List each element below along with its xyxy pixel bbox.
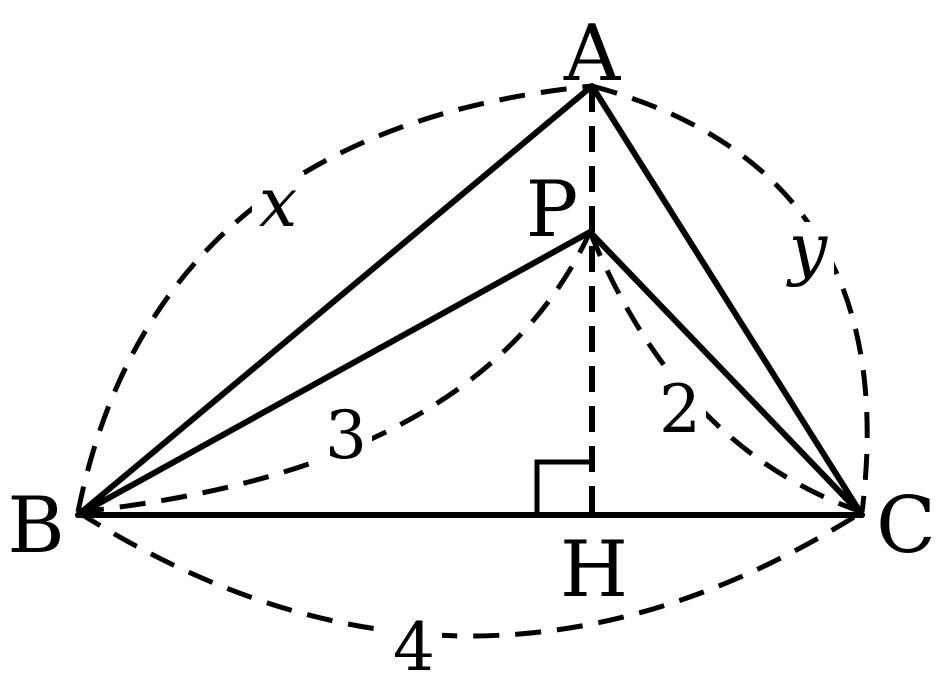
triangle-abc [75,83,865,518]
label-y: y [786,210,829,289]
label-a: A [563,9,622,99]
label-2: 2 [659,371,701,448]
label-x: x [259,164,297,243]
segment-pb [75,229,593,518]
label-c: C [876,481,936,571]
label-p: P [526,165,578,255]
arc-pb [77,230,593,515]
label-3: 3 [325,397,367,474]
arc-bc [76,509,864,639]
segment-pc [587,229,865,518]
label-h: H [560,525,628,615]
label-4: 4 [393,609,435,686]
right-angle-mark [534,459,590,515]
label-b: B [7,481,64,571]
arc-ab [75,83,593,513]
